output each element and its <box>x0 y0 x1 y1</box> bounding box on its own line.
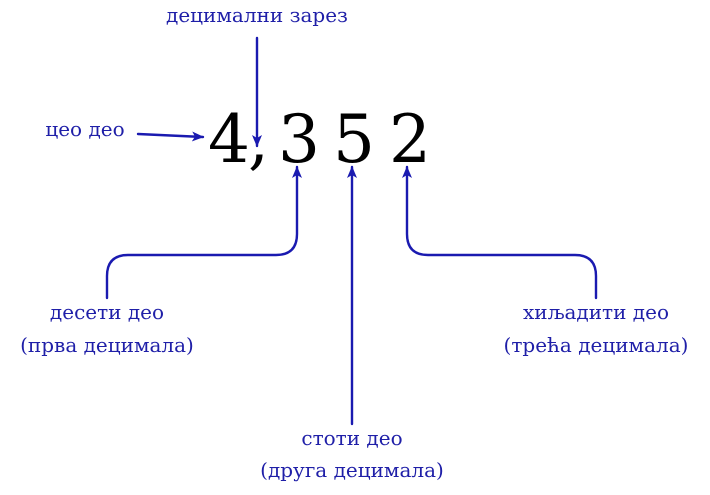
label-hundredths-line1: стоти део <box>301 426 402 450</box>
digit-integer: 4 <box>208 101 250 178</box>
digit-thousandths: 2 <box>389 101 431 178</box>
digit-hundredths: 5 <box>333 101 375 178</box>
decimal-comma: , <box>248 101 269 178</box>
arrow-tenths <box>105 165 302 300</box>
label-thousandths-line1: хиљадити део <box>523 300 669 324</box>
label-thousandths-line2: (трећа децимала) <box>504 333 689 357</box>
digit-tenths: 3 <box>278 101 320 178</box>
arrow-integer-part <box>136 131 205 142</box>
label-decimal-separator: децимални зарез <box>166 3 348 27</box>
arrow-thousandths <box>402 165 598 300</box>
label-tenths-line1: десети део <box>50 300 164 324</box>
label-tenths-line2: (прва децимала) <box>20 333 194 357</box>
label-hundredths-line2: (друга децимала) <box>260 458 444 482</box>
label-integer-part: цео део <box>45 117 124 141</box>
